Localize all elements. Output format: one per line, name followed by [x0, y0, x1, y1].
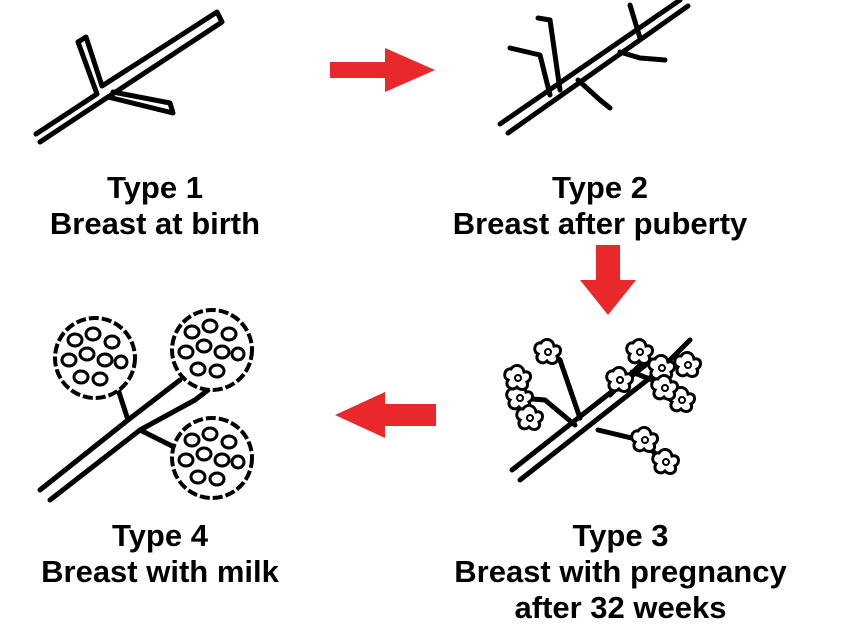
type4-label: Type 4 Breast with milk: [0, 518, 340, 590]
type4-description: Breast with milk: [0, 554, 340, 590]
type3-description-line2: after 32 weeks: [385, 590, 856, 626]
type2-duct-illustration: [500, 0, 688, 133]
type2-label: Type 2 Breast after puberty: [385, 170, 815, 242]
type3-label: Type 3 Breast with pregnancy after 32 we…: [385, 518, 856, 626]
type1-title: Type 1: [0, 170, 310, 206]
arrow-type3-to-type4: [335, 392, 436, 438]
type1-label: Type 1 Breast at birth: [0, 170, 310, 242]
type1-duct-illustration: [36, 12, 222, 142]
type2-description: Breast after puberty: [385, 206, 815, 242]
arrow-type1-to-type2: [330, 48, 435, 92]
type1-description: Breast at birth: [0, 206, 310, 242]
type4-duct-illustration: [40, 310, 252, 500]
type4-title: Type 4: [0, 518, 340, 554]
type3-description-line1: Breast with pregnancy: [385, 554, 856, 590]
type3-title: Type 3: [385, 518, 856, 554]
arrow-type2-to-type3: [580, 245, 636, 315]
type2-title: Type 2: [385, 170, 815, 206]
type3-duct-illustration: [505, 339, 701, 480]
